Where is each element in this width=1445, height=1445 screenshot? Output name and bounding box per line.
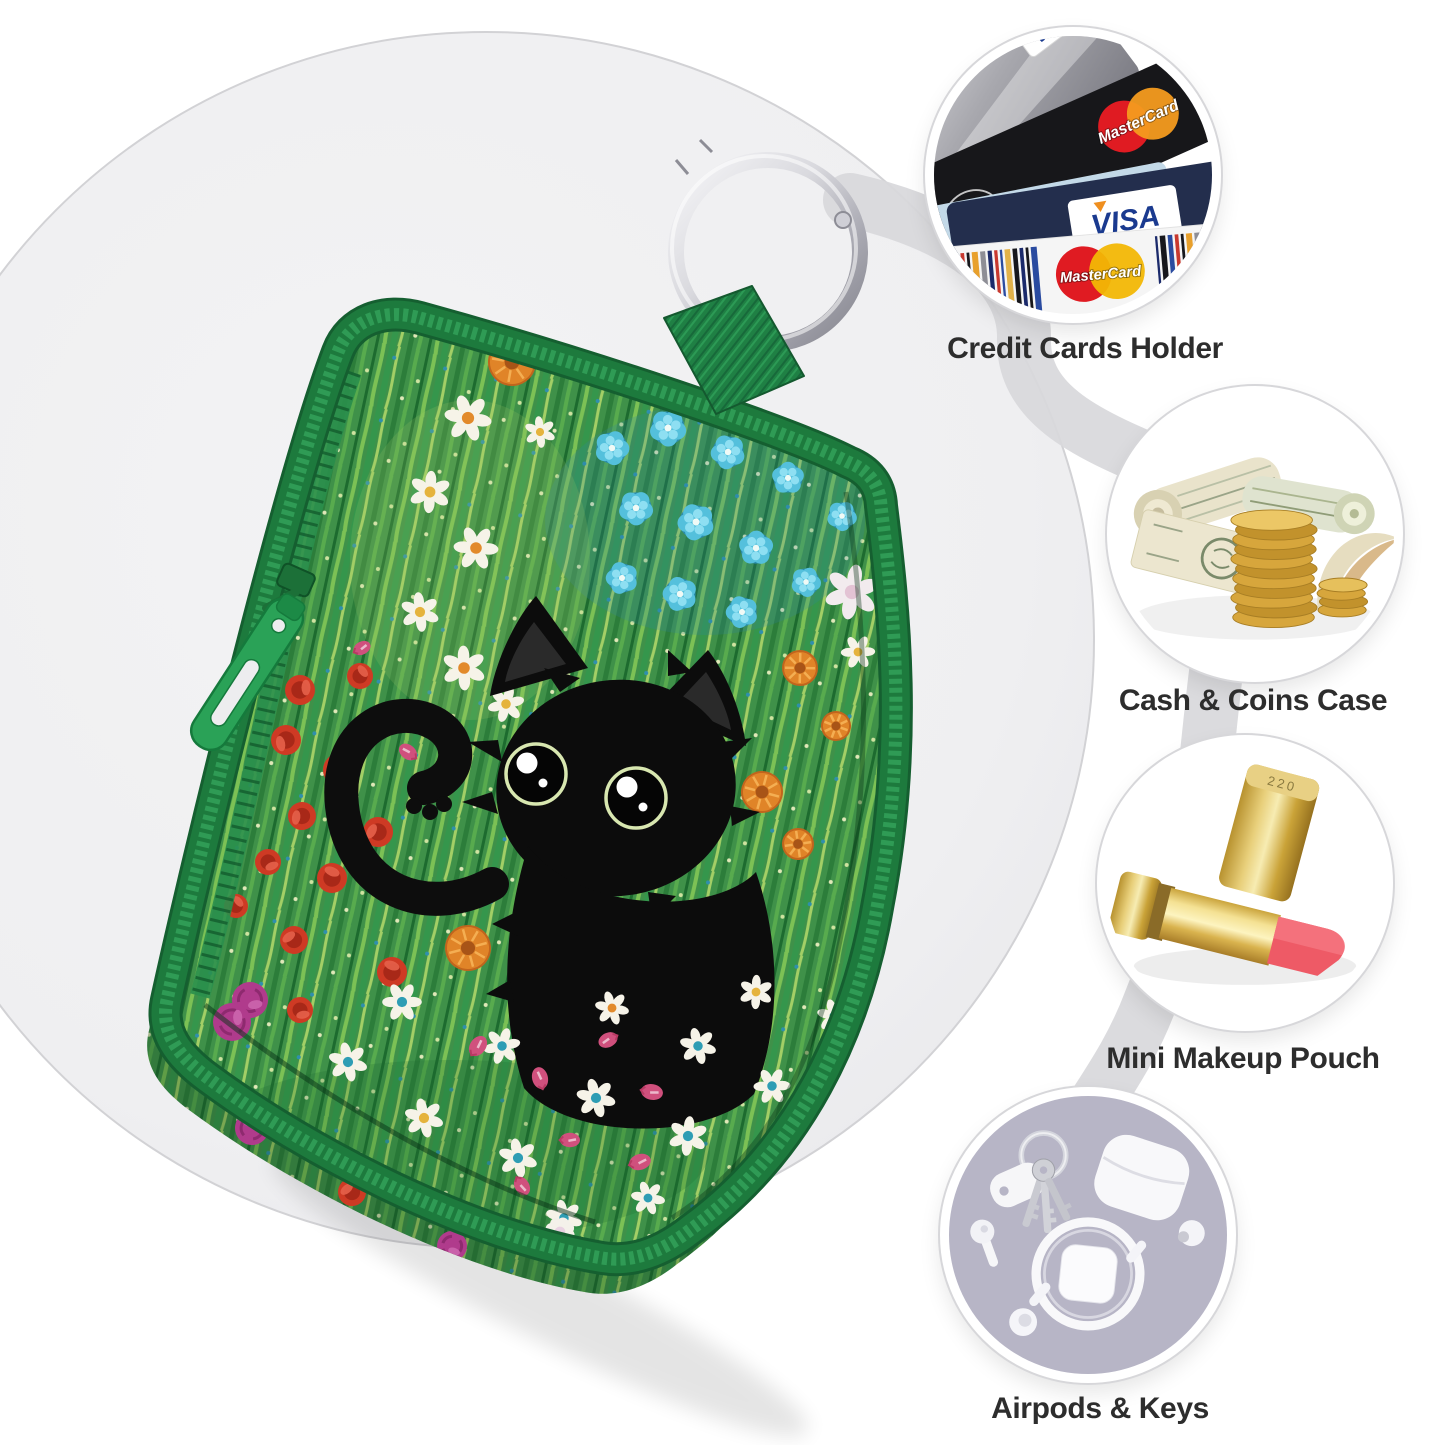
charger-puck xyxy=(1058,1244,1118,1304)
flower-t xyxy=(513,1175,531,1196)
barcode-bar xyxy=(1025,247,1035,314)
flower-w xyxy=(825,564,879,620)
flower-t xyxy=(558,1132,580,1148)
flower-t xyxy=(598,1032,619,1048)
caption-cash-coins-case: Cash & Coins Case xyxy=(1118,684,1388,717)
cat-tail xyxy=(324,698,509,916)
flower-d xyxy=(405,1098,443,1138)
flower-b xyxy=(791,567,822,597)
flower-m xyxy=(445,925,491,971)
flower-d xyxy=(499,1138,537,1178)
flower-d xyxy=(483,1028,521,1064)
caption-mini-makeup-pouch: Mini Makeup Pouch xyxy=(1106,1042,1380,1075)
flower-d xyxy=(401,592,439,632)
flower-b xyxy=(650,411,687,447)
lipstick-tube xyxy=(1108,871,1345,976)
cat-eyes xyxy=(504,742,668,830)
flower-b xyxy=(619,492,654,526)
black-cat-graphic xyxy=(324,596,775,1129)
flower-b xyxy=(595,431,630,466)
lipstick-cap: 220 xyxy=(1219,764,1320,902)
flower-d xyxy=(453,527,499,569)
flower-b xyxy=(827,502,857,532)
flower-b xyxy=(725,596,757,628)
flower-p xyxy=(377,957,407,987)
flower-t xyxy=(639,1083,663,1101)
flower-d xyxy=(840,636,876,668)
flower-d xyxy=(680,1027,716,1065)
flower-b xyxy=(739,530,774,564)
earbud xyxy=(970,1219,999,1267)
flower-t xyxy=(468,1035,488,1057)
flower-p xyxy=(271,725,301,755)
flower-t xyxy=(352,640,371,656)
flower-d xyxy=(669,1116,707,1156)
flower-d xyxy=(595,991,629,1025)
flower-p xyxy=(288,802,316,830)
cat-body xyxy=(507,846,775,1129)
feature-photo-airpods-keys xyxy=(940,1087,1236,1383)
flower-d xyxy=(525,416,555,448)
flower-p xyxy=(363,817,393,847)
flower-b xyxy=(605,562,637,594)
flower-p xyxy=(280,926,308,954)
key xyxy=(1031,1158,1072,1221)
flower-m xyxy=(782,828,814,860)
flower-d xyxy=(443,645,485,691)
flower-b xyxy=(677,504,714,541)
mastercard-wordmark: MasterCard xyxy=(1059,264,1143,287)
keyring xyxy=(990,1130,1072,1234)
flower-p xyxy=(255,849,281,875)
zipper-pull xyxy=(189,593,306,752)
caption-airpods-keys: Airpods & Keys xyxy=(991,1392,1209,1425)
flower-d xyxy=(631,1181,665,1215)
strap-loop xyxy=(663,285,805,415)
barcode-bar xyxy=(1019,247,1030,314)
earbud xyxy=(1009,1308,1038,1337)
flower-p xyxy=(287,997,313,1023)
flower-t xyxy=(398,743,418,761)
flower-m xyxy=(741,771,783,813)
flower-m xyxy=(782,650,818,686)
flower-d xyxy=(444,395,492,441)
cap-shade-number: 220 xyxy=(1266,773,1299,795)
flower-t xyxy=(531,1067,549,1091)
flower-b xyxy=(772,461,804,493)
flower-d xyxy=(410,470,450,514)
flower-t xyxy=(627,1153,651,1171)
barcode-bar xyxy=(1030,246,1043,314)
flower-m xyxy=(821,711,851,741)
caption-credit-cards-holder: Credit Cards Holder xyxy=(947,332,1223,365)
charging-cable xyxy=(1029,1217,1147,1331)
pouch-face xyxy=(165,314,896,1260)
flower-d xyxy=(329,1042,367,1082)
coin-stack xyxy=(1230,509,1369,629)
feature-photo-lipstick: 220 xyxy=(1097,735,1393,1031)
flower-d xyxy=(740,974,772,1010)
barcode-bar xyxy=(1004,248,1016,314)
flower-d xyxy=(382,984,422,1020)
flower-b xyxy=(710,435,745,470)
flower-b xyxy=(662,576,696,611)
feature-photo-cash-coins xyxy=(1107,386,1403,682)
flower-d xyxy=(576,1078,616,1118)
feature-photo-credit-cards: VISA MasterCard VISA MasterCard xyxy=(925,27,1221,323)
flower-p xyxy=(338,1178,366,1206)
earbud xyxy=(1177,1220,1205,1247)
flower-d xyxy=(753,1069,791,1103)
flower-p xyxy=(285,675,315,705)
airpods-case xyxy=(1094,1134,1190,1221)
flower-p xyxy=(347,663,373,689)
flower-p xyxy=(317,863,347,893)
barcode-bar xyxy=(1012,248,1023,314)
